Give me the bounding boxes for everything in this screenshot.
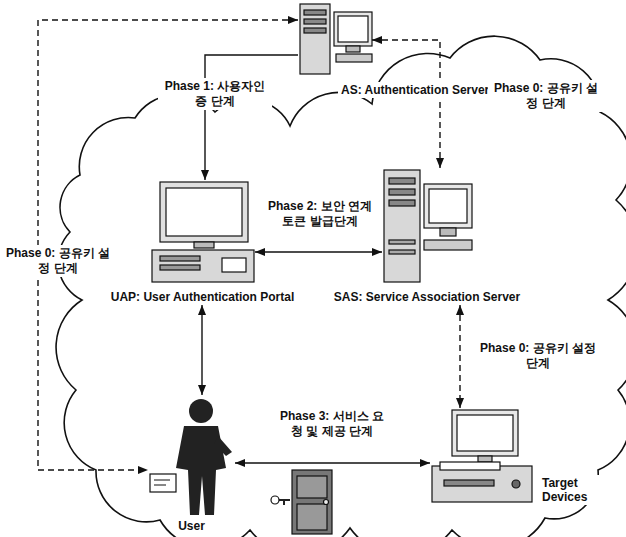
phase-label: Phase 1: 사용자인증 단계 [158, 78, 272, 110]
connector [205, 55, 298, 180]
node-caption: AS: Authentication Server [338, 82, 492, 98]
connector [372, 40, 440, 168]
server-node: SAS: Service Association Server [382, 168, 472, 305]
node-caption: User [175, 518, 208, 534]
phase-label: Phase 3: 서비스 요청 및 제공 단계 [275, 408, 389, 440]
phase-label: Phase 0: 공유키 설정 단계 [488, 80, 604, 112]
portal-node: UAP: User Authentication Portal [150, 180, 255, 305]
connector [235, 462, 430, 463]
phase-label: Phase 0: 공유키 설정 단계 [0, 245, 116, 277]
network-cloud [56, 36, 626, 537]
door-icon [271, 470, 332, 534]
node-caption: Target Devices [539, 475, 607, 505]
node-caption: UAP: User Authentication Portal [108, 289, 298, 305]
target-device-icon [432, 410, 532, 502]
server-node: AS: Authentication Server [298, 2, 372, 98]
connector [255, 251, 382, 252]
desktop-icon [152, 182, 254, 282]
user-node: User [148, 395, 235, 534]
node-caption: SAS: Service Association Server [331, 289, 523, 305]
server-icon [384, 170, 472, 282]
phase-label: Phase 2: 보안 연계 토큰 발급단계 [262, 198, 378, 230]
user-figure [150, 399, 232, 515]
connector [201, 305, 202, 395]
connector [459, 305, 460, 408]
server-icon [300, 4, 372, 74]
phase-label: Phase 0: 공유키 설정 단계 [476, 340, 600, 372]
device-node: Target Devices [430, 408, 535, 505]
